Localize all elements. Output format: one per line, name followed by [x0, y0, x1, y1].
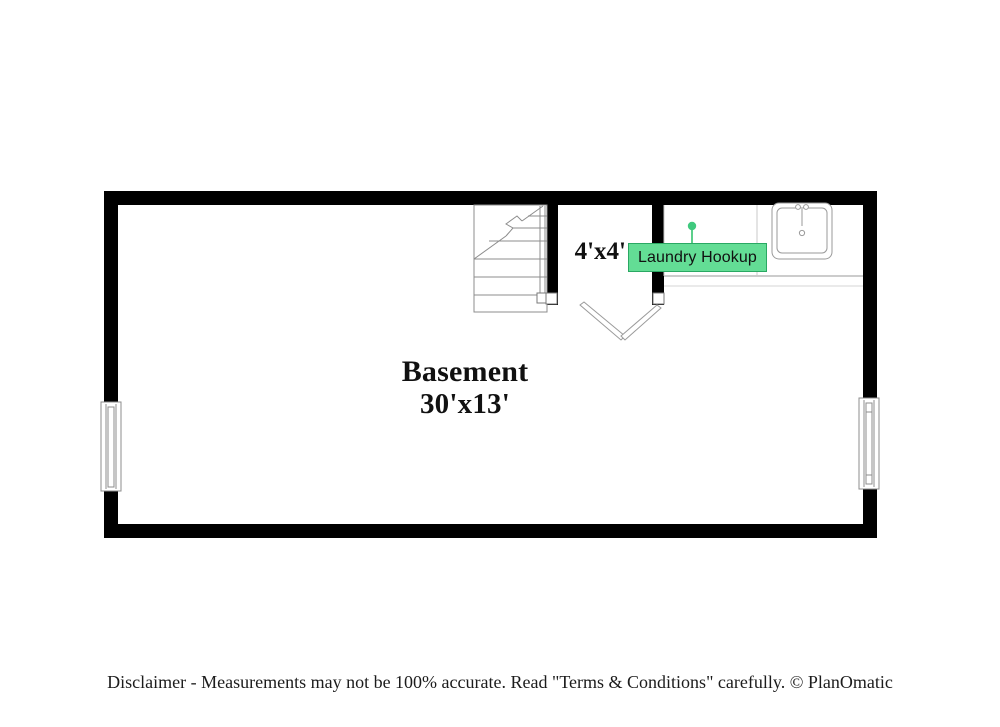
room-dimensions-basement: 30'x13'	[419, 388, 510, 421]
room-dimensions-laundry-closet: 4'x4'	[574, 238, 626, 265]
staircase-icon	[473, 204, 548, 313]
laundry-hookup-annotation[interactable]: Laundry Hookup	[628, 243, 767, 272]
room-label-basement: Basement 30'x13'	[330, 355, 600, 421]
window-icon-left	[100, 401, 122, 492]
bifold-door-icon	[579, 301, 662, 341]
room-name-basement: Basement	[401, 355, 529, 388]
laundry-hookup-label: Laundry Hookup	[638, 248, 757, 266]
sink-icon	[771, 202, 833, 260]
window-icon-right	[858, 397, 880, 490]
door-jamb-markers	[545, 292, 665, 305]
disclaimer-text: Disclaimer - Measurements may not be 100…	[107, 672, 893, 692]
